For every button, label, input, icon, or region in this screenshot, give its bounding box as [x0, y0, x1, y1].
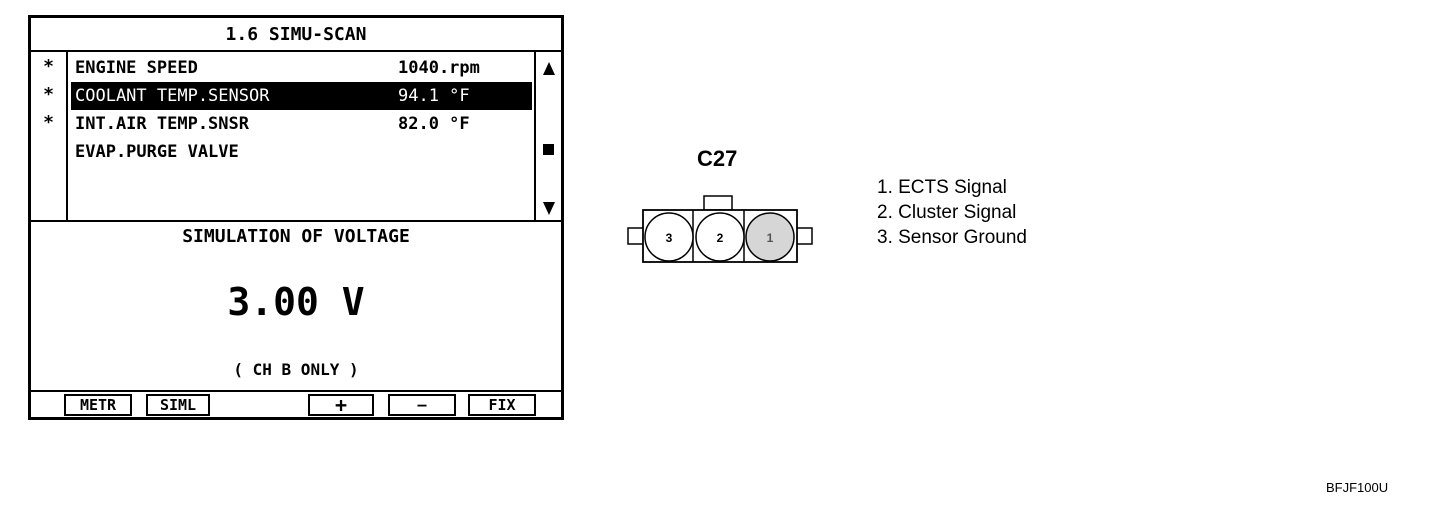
list-item-engine-speed-row[interactable]: ENGINE SPEED 1040.rpm	[71, 54, 532, 82]
figure-code: BFJF100U	[1326, 480, 1389, 495]
siml-button[interactable]: SIML	[146, 394, 210, 416]
pin-label: 2	[717, 231, 724, 245]
list-item-evap-purge-valve[interactable]: EVAP.PURGE VALVE	[71, 138, 532, 166]
connector-label: C27	[697, 146, 738, 171]
parameter-list: * * * ENGINE SPEED 1040.rpm COOLANT TEMP…	[31, 52, 561, 222]
legend-item: 2. Cluster Signal	[877, 202, 1017, 223]
metr-button[interactable]: METR	[64, 394, 132, 416]
scroll-down-arrow-icon[interactable]	[543, 202, 555, 215]
parameter-name: ENGINE SPEED	[75, 58, 198, 78]
connector-right-ear	[795, 227, 813, 245]
scrollbar[interactable]	[534, 52, 561, 220]
connector-c27-diagram: 3 2 1	[627, 195, 813, 263]
parameter-value: 82.0 °F	[398, 114, 470, 134]
connector-left-ear	[627, 227, 645, 245]
simulation-panel: SIMULATION OF VOLTAGE 3.00 V ( CH B ONLY…	[31, 222, 561, 390]
connector-lock-tab	[703, 195, 733, 211]
simulation-title: SIMULATION OF VOLTAGE	[182, 226, 410, 247]
selection-mark: *	[43, 56, 54, 77]
minus-button[interactable]: —	[388, 394, 456, 416]
pin-1	[745, 212, 795, 262]
pin-3	[644, 212, 694, 262]
simulation-voltage-value: 3.00 V	[227, 280, 365, 324]
scroll-up-arrow-icon[interactable]	[543, 62, 555, 75]
pin-legend: 1. ECTS Signal 2. Cluster Signal 3. Sens…	[877, 175, 1027, 250]
list-item-coolant-temp-sensor[interactable]: COOLANT TEMP.SENSOR 94.1 °F	[71, 82, 532, 110]
scan-tool-screen: 1.6 SIMU-SCAN * * * ENGINE SPEED 1040.rp…	[28, 15, 564, 420]
legend-item: 1. ECTS Signal	[877, 177, 1007, 198]
parameter-name: COOLANT TEMP.SENSOR	[75, 86, 270, 106]
scan-title: 1.6 SIMU-SCAN	[31, 18, 561, 52]
list-item-int-air-temp-sensor[interactable]: INT.AIR TEMP.SNSR 82.0 °F	[71, 110, 532, 138]
pin-label: 1	[767, 231, 774, 245]
selection-mark: *	[43, 84, 54, 105]
plus-button[interactable]: +	[308, 394, 374, 416]
pin-label: 3	[666, 231, 673, 245]
pin-2	[695, 212, 745, 262]
function-key-bar: METR SIML + — FIX	[31, 390, 561, 417]
parameter-value: 1040.rpm	[398, 58, 480, 78]
parameter-name: EVAP.PURGE VALVE	[75, 142, 239, 162]
mark-column: * * *	[31, 52, 68, 220]
parameter-name: INT.AIR TEMP.SNSR	[75, 114, 249, 134]
simulation-channel-note: ( CH B ONLY )	[233, 360, 359, 379]
legend-item: 3. Sensor Ground	[877, 227, 1027, 248]
fix-button[interactable]: FIX	[468, 394, 536, 416]
parameter-value: 94.1 °F	[398, 86, 470, 106]
selection-mark: *	[43, 112, 54, 133]
scroll-thumb[interactable]	[543, 144, 554, 155]
